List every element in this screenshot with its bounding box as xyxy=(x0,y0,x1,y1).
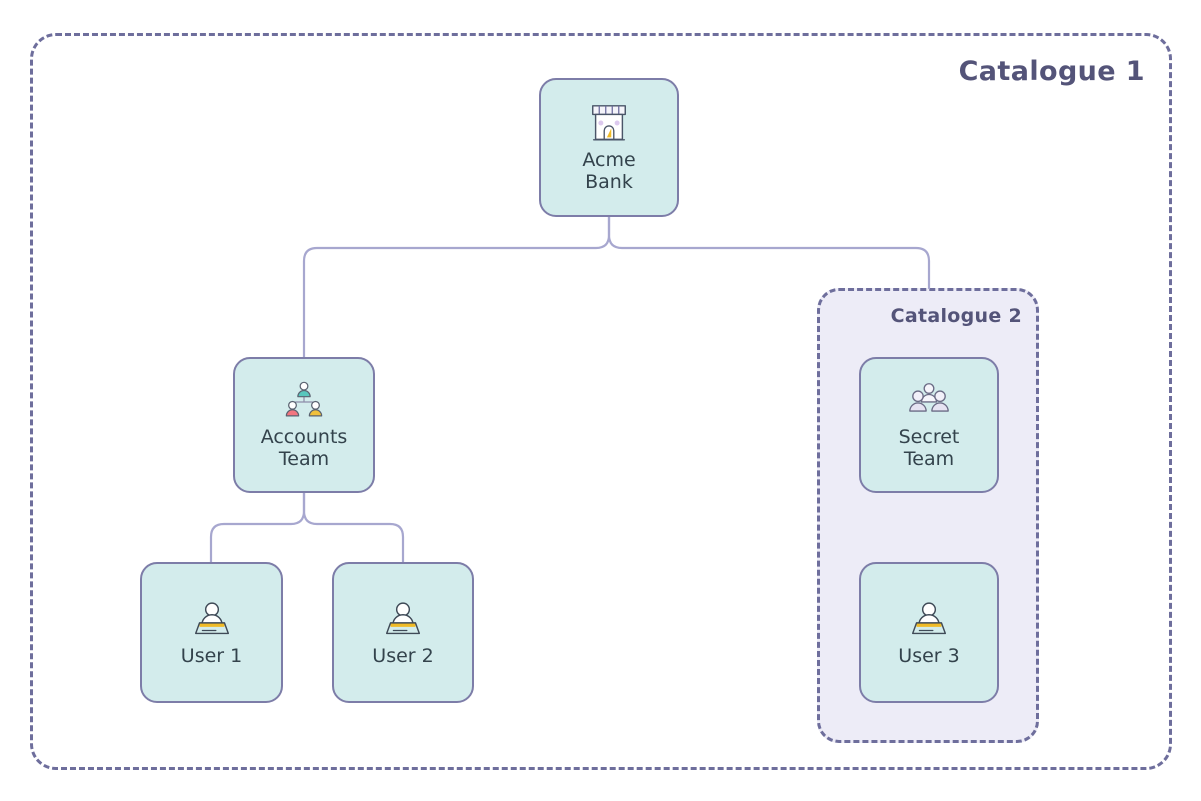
user-laptop-icon xyxy=(911,602,947,634)
node-user-2[interactable]: User 2 xyxy=(332,562,474,703)
node-accounts-team[interactable]: Accounts Team xyxy=(233,357,375,493)
node-user-3[interactable]: User 3 xyxy=(859,562,999,703)
node-secret-team[interactable]: Secret Team xyxy=(859,357,999,493)
node-secret-team-label: Secret Team xyxy=(898,426,960,470)
node-accounts-team-label: Accounts Team xyxy=(260,426,348,470)
user-laptop-icon xyxy=(194,602,229,634)
user-laptop-icon xyxy=(385,602,421,634)
catalogue-1-title: Catalogue 1 xyxy=(958,56,1145,87)
node-user-1[interactable]: User 1 xyxy=(140,562,283,703)
node-user-3-label: User 3 xyxy=(898,644,960,667)
catalogue-2-title: Catalogue 2 xyxy=(890,305,1022,327)
shop-icon xyxy=(592,104,626,141)
node-acme-bank-label: Acme Bank xyxy=(582,148,636,193)
catalogue-1-container[interactable]: Catalogue 1 xyxy=(30,33,1172,770)
node-user-1-label: User 1 xyxy=(180,644,243,667)
node-user-2-label: User 2 xyxy=(372,644,434,667)
node-acme-bank[interactable]: Acme Bank xyxy=(539,78,679,217)
people-group-icon xyxy=(909,383,949,413)
org-chart-team-icon xyxy=(285,382,323,417)
